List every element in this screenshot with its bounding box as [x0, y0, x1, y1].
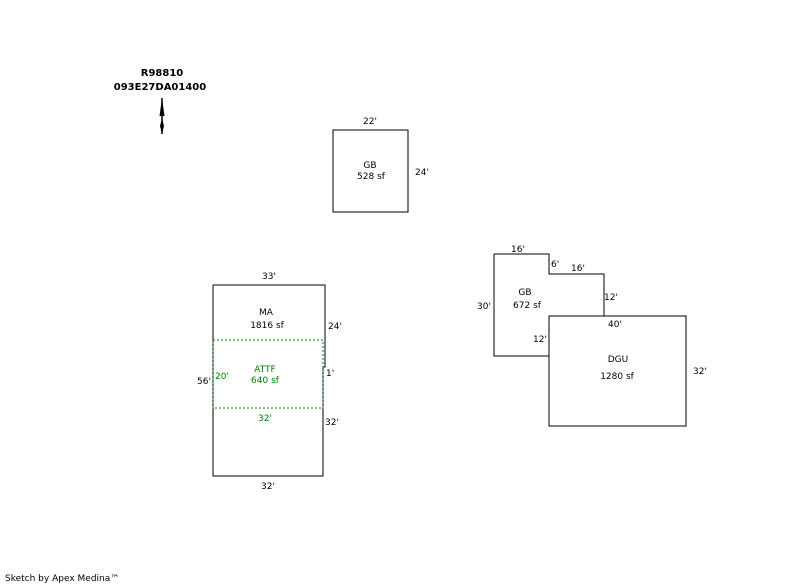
ma-dim-top: 33'	[262, 272, 276, 282]
ma-dim-right-upper: 24'	[328, 322, 342, 332]
gb-large-label: GB	[518, 288, 531, 298]
dgu-dim-right: 32'	[693, 367, 707, 377]
ma-dim-step: 1'	[326, 369, 334, 379]
gb-large-dim-notch-over: 16'	[571, 264, 585, 274]
attf-area: 640 sf	[251, 376, 280, 386]
ma-dim-right-lower: 32'	[325, 418, 339, 428]
ma-dim-bottom: 32'	[261, 482, 275, 492]
gb-small-area: 528 sf	[357, 172, 386, 182]
account-number: 093E27DA01400	[114, 82, 206, 93]
gb-small-label: GB	[363, 161, 376, 171]
attf-dim-left: 20'	[215, 372, 229, 382]
attf-label: ATTF	[254, 365, 275, 375]
dgu-area: 1280 sf	[600, 372, 634, 382]
gb-large-dim-notch-down: 6'	[551, 260, 559, 270]
attf-outline	[212, 339, 324, 409]
gb-small-dim-right: 24'	[415, 168, 429, 178]
ma-dim-left: 56'	[197, 377, 211, 387]
gb-small-outline	[332, 129, 409, 213]
ma-area: 1816 sf	[250, 321, 284, 331]
gb-small-dim-top: 22'	[363, 117, 377, 127]
ma-label: MA	[259, 308, 274, 318]
attf-dim-bottom: 32'	[258, 414, 272, 424]
dgu-dim-top: 40'	[608, 320, 622, 330]
sketch-credit: Sketch by Apex Medina™	[5, 574, 120, 584]
parcel-id: R98810	[141, 68, 184, 79]
gb-large-dim-top: 16'	[511, 245, 525, 255]
dgu-outline	[548, 315, 687, 427]
north-arrow-icon	[159, 98, 165, 134]
gb-large-dim-right: 12'	[604, 293, 618, 303]
dgu-label: DGU	[608, 355, 629, 365]
gb-large-area: 672 sf	[513, 301, 542, 311]
gb-large-dim-left: 30'	[477, 302, 491, 312]
gb-large-dim-bottom-right: 12'	[533, 335, 547, 345]
